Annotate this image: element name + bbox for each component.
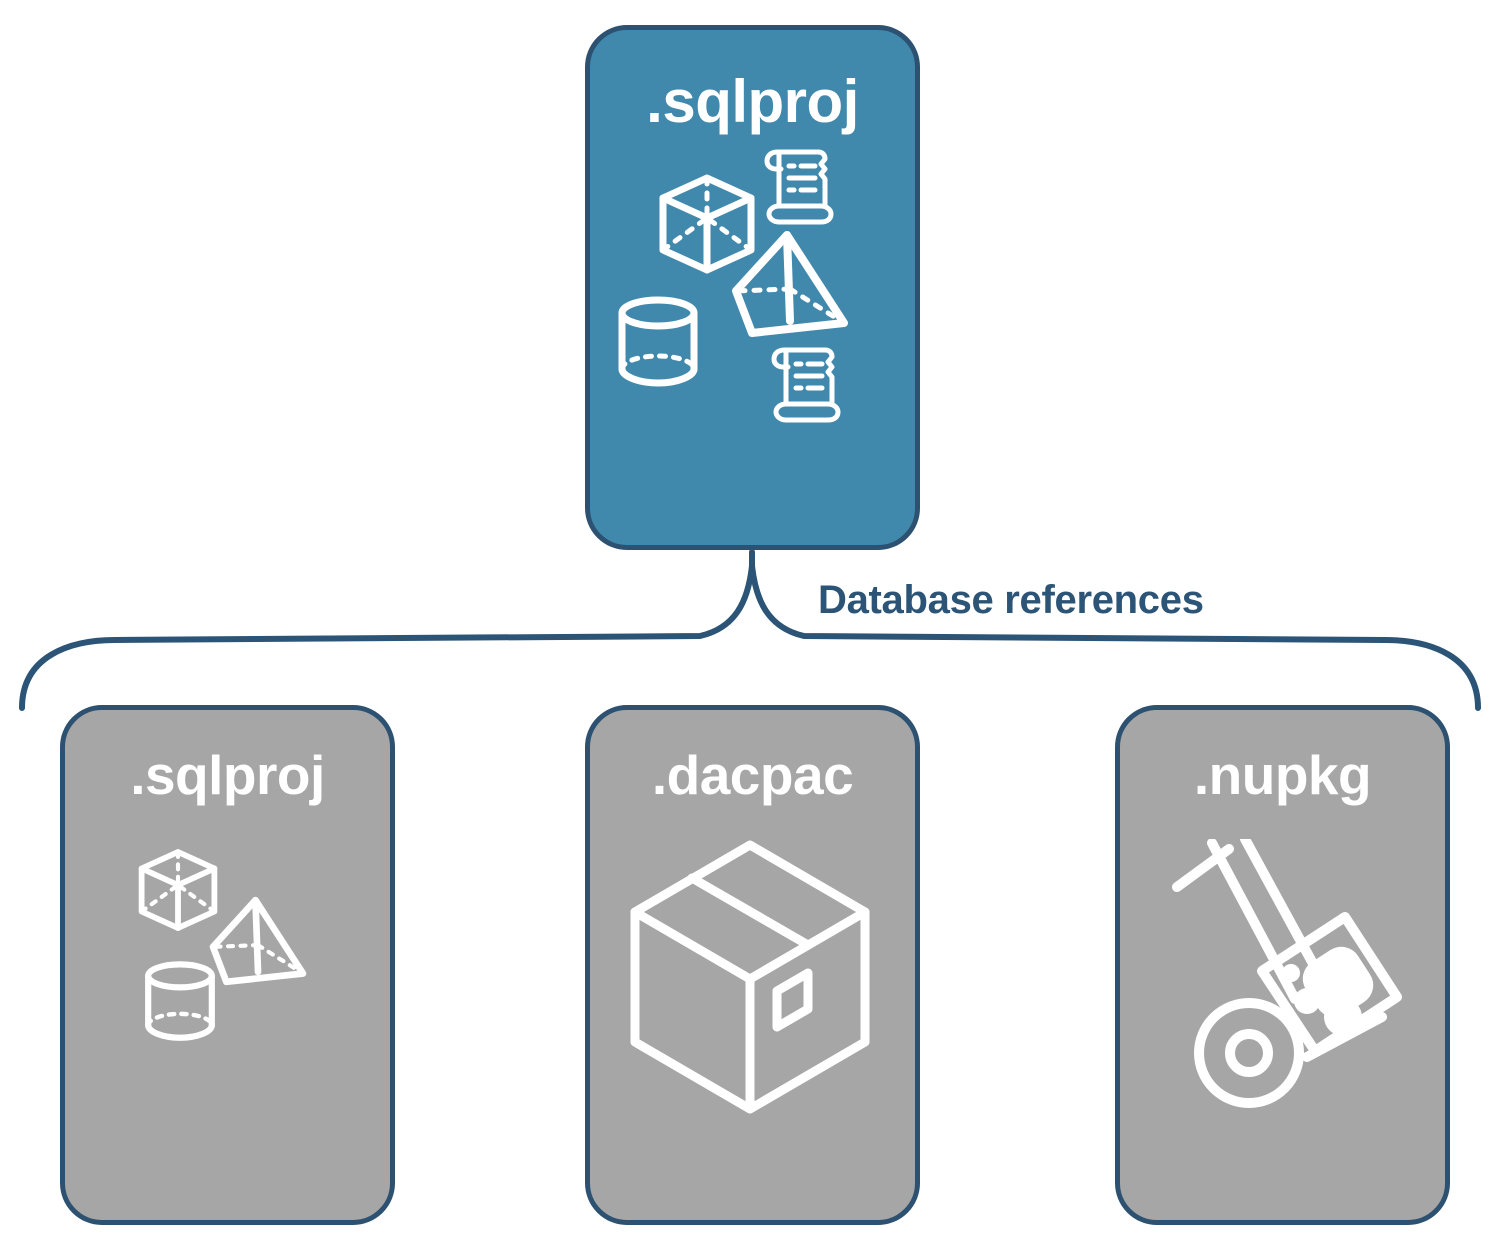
wireframe-cylinder-icon (618, 296, 698, 387)
hand-truck-package-icon (1172, 839, 1402, 1108)
source-card-sqlproj[interactable]: .sqlproj (585, 25, 920, 550)
scroll-document-icon (771, 347, 841, 423)
connector-label-database-references: Database references (818, 578, 1204, 622)
reference-card-sqlproj[interactable]: .sqlproj (60, 705, 395, 1225)
wireframe-cube-icon (138, 849, 218, 931)
wireframe-cube-icon (659, 174, 755, 274)
source-card-label: .sqlproj (646, 68, 859, 135)
database-references-connector (19, 549, 1481, 711)
reference-card-nupkg[interactable]: .nupkg (1115, 705, 1450, 1225)
reference-card-icon-group (60, 817, 395, 1147)
reference-card-label: .dacpac (651, 744, 854, 806)
shipping-box-icon (630, 840, 870, 1114)
reference-card-label: .nupkg (1193, 744, 1372, 806)
wireframe-pyramid-icon (209, 896, 307, 986)
wireframe-pyramid-icon (732, 231, 848, 337)
source-card-icon-group (585, 144, 920, 444)
scroll-document-icon (764, 149, 834, 225)
reference-card-label: .sqlproj (130, 744, 325, 806)
reference-card-icon-group (1115, 817, 1450, 1147)
reference-card-dacpac[interactable]: .dacpac (585, 705, 920, 1225)
reference-card-icon-group (585, 817, 920, 1147)
wireframe-cylinder-icon (145, 961, 215, 1041)
